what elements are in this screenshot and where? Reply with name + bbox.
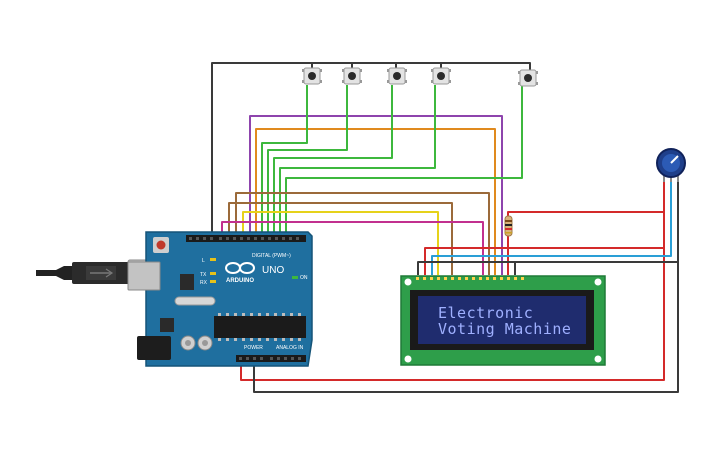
potentiometer[interactable]	[656, 148, 686, 182]
wire-orange	[255, 128, 496, 275]
power-label: POWER	[244, 345, 263, 351]
wire-green-3	[273, 85, 393, 238]
rx-label: RX	[200, 280, 208, 286]
wire-purple	[249, 115, 503, 275]
push-button-3[interactable]	[387, 67, 407, 85]
digital-label: DIGITAL (PWM~)	[252, 253, 291, 259]
wire-brown-2	[228, 202, 453, 275]
tx-label: TX	[200, 272, 207, 278]
on-label: ON	[300, 275, 308, 281]
arduino-brand: ARDUINO	[226, 278, 254, 284]
wire-black-lcd	[417, 176, 679, 275]
lcd-screen	[418, 296, 586, 344]
board-model: UNO	[262, 265, 284, 276]
wire-blue-pot	[431, 178, 672, 275]
microcontroller-chip	[214, 316, 306, 338]
resistor	[504, 215, 513, 237]
l-led-label: L	[202, 258, 205, 264]
push-button-5[interactable]	[518, 69, 538, 87]
push-button-1[interactable]	[302, 67, 322, 85]
analog-label: ANALOG IN	[276, 345, 304, 351]
wire-yellow	[242, 211, 439, 275]
wire-red-resistor-top	[507, 176, 665, 216]
push-button-4[interactable]	[431, 67, 451, 85]
knob-indicator-icon	[670, 155, 679, 164]
push-buttons	[302, 67, 538, 87]
arduino-infinity-icon	[225, 262, 255, 274]
lcd-module: Electronic Voting Machine	[400, 275, 606, 366]
wire-black-gnd	[253, 262, 679, 393]
wire-green-1	[261, 85, 308, 238]
wire-green-5	[285, 85, 523, 238]
lcd-line-2: Voting Machine	[438, 320, 571, 338]
wire-green-4	[279, 85, 436, 238]
wire-black-button-bus	[211, 62, 531, 238]
arduino-board: DIGITAL (PWM~) L TX RX ON ARDUINO UNO	[127, 231, 313, 367]
push-button-2[interactable]	[342, 67, 362, 85]
wires	[211, 62, 679, 393]
lcd-line-1: Electronic	[438, 304, 533, 322]
wire-red-power	[240, 248, 665, 381]
wire-brown-1	[235, 192, 490, 275]
